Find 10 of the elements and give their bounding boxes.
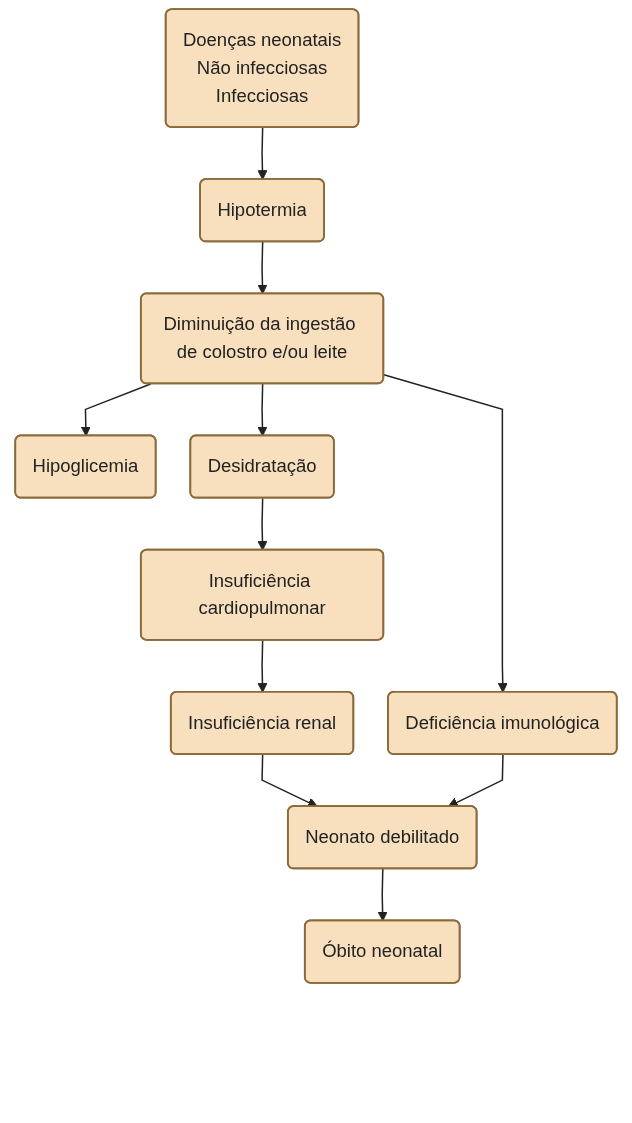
process-box: Deficiência imunológica (387, 690, 618, 755)
process-box: Diminuição da ingestão de colostro e/ou leite (139, 292, 385, 385)
process-box: Neonato debilitado (287, 805, 478, 870)
process-box: Desidratação (189, 434, 335, 499)
process-box: Insuficiência cardiopulmonar (139, 548, 385, 641)
process-box: Insuficiência renal (169, 690, 355, 755)
process-box: Óbito neonatal (303, 919, 461, 984)
process-box: Hipoglicemia (14, 434, 157, 499)
process-box: Hipotermia (199, 178, 325, 243)
process-box: Doenças neonatais Não infecciosas Infecciosas (164, 8, 360, 128)
